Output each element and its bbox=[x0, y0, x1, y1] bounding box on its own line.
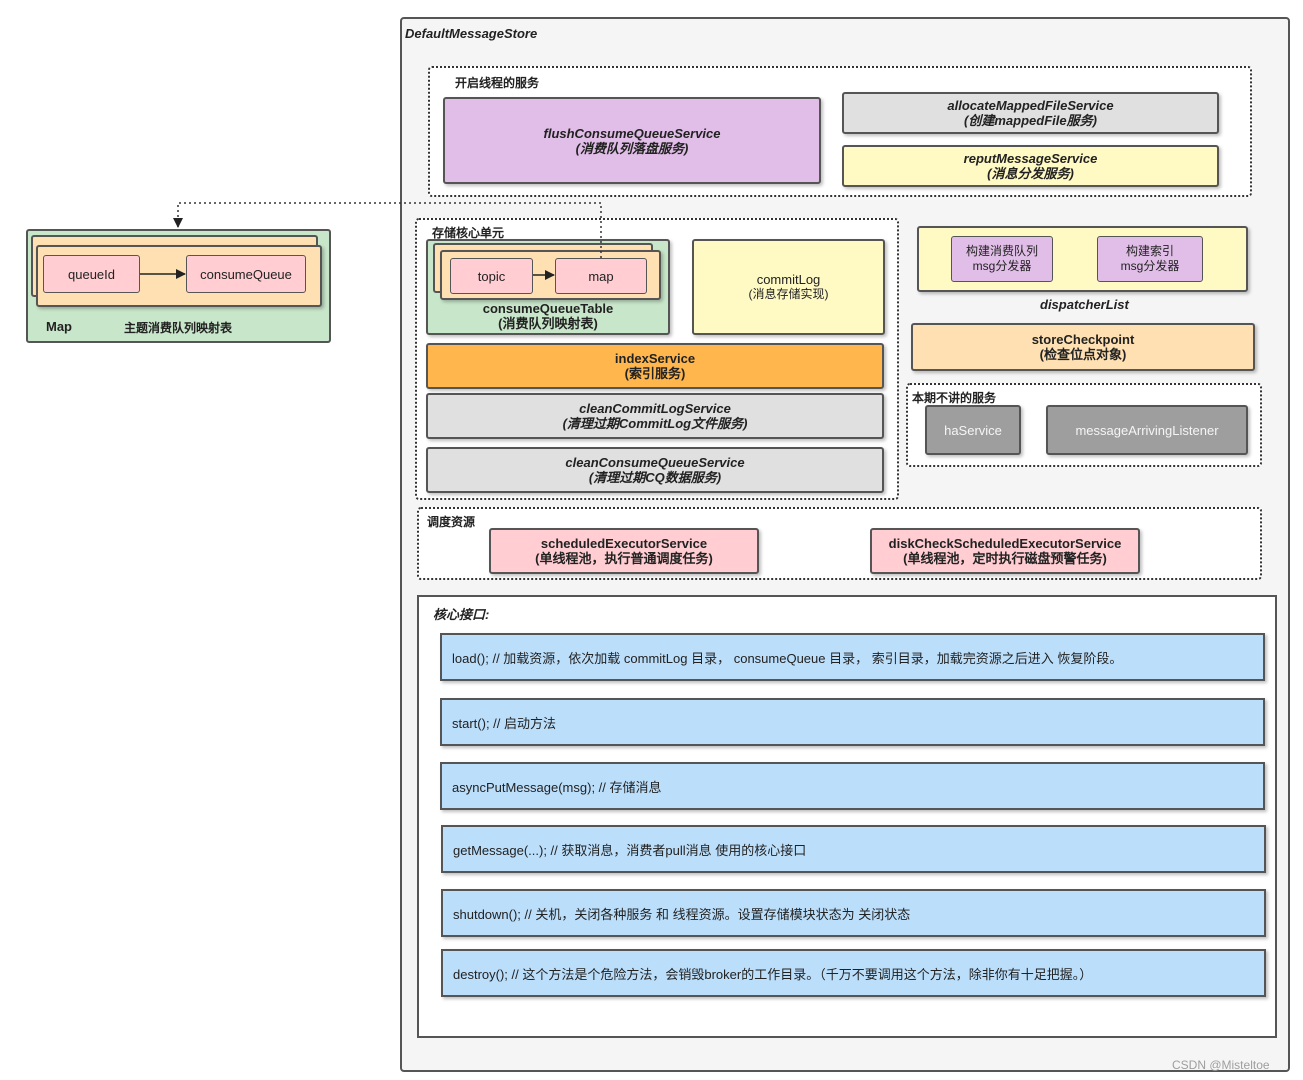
reput-service-name: reputMessageService bbox=[963, 151, 1098, 166]
api-destroy: destroy(); // 这个方法是个危险方法，会销毁broker的工作目录。… bbox=[441, 949, 1266, 997]
checkpoint-name: storeCheckpoint bbox=[1031, 332, 1135, 347]
map-node: map bbox=[555, 258, 647, 294]
flush-service-name: flushConsumeQueueService bbox=[543, 125, 721, 141]
index-service: indexService (索引服务) bbox=[426, 343, 884, 389]
store-title: DefaultMessageStore bbox=[405, 26, 538, 41]
flush-consume-queue-service: flushConsumeQueueService (消费队列落盘服务) bbox=[443, 97, 821, 184]
api-shutdown: shutdown(); // 关机，关闭各种服务 和 线程资源。设置存储模块状态… bbox=[441, 889, 1266, 937]
index-service-desc: (索引服务) bbox=[624, 366, 686, 381]
clean-commitlog-desc: (清理过期CommitLog文件服务) bbox=[562, 416, 748, 431]
consume-queue-node: consumeQueue bbox=[186, 255, 306, 293]
disk-executor-name: diskCheckScheduledExecutorService bbox=[888, 536, 1122, 551]
build-index-line2: msg分发器 bbox=[1120, 259, 1180, 273]
table-name: consumeQueueTable bbox=[482, 301, 614, 316]
build-index-line1: 构建索引 bbox=[1125, 244, 1174, 258]
clean-commitlog-name: cleanCommitLogService bbox=[579, 401, 731, 416]
allocate-mapped-file-service: allocateMappedFileService (创建mappedFile服… bbox=[842, 92, 1219, 134]
executor-name: scheduledExecutorService bbox=[540, 536, 708, 551]
message-arriving-listener: messageArrivingListener bbox=[1046, 405, 1248, 455]
build-cq-line1: 构建消费队列 bbox=[965, 244, 1038, 258]
ha-service: haService bbox=[925, 405, 1021, 455]
map-label: map bbox=[588, 268, 614, 284]
store-checkpoint: storeCheckpoint (检查位点对象) bbox=[911, 323, 1255, 371]
topic-node: topic bbox=[450, 258, 533, 294]
not-covered-label: 本期不讲的服务 bbox=[912, 391, 997, 405]
api-async-put-message: asyncPutMessage(msg); // 存储消息 bbox=[440, 762, 1265, 810]
build-consume-queue-dispatcher: 构建消费队列 msg分发器 bbox=[951, 236, 1053, 282]
build-cq-line2: msg分发器 bbox=[972, 259, 1032, 273]
table-desc: (消费队列映射表) bbox=[498, 316, 598, 331]
core-api-label: 核心接口: bbox=[433, 607, 490, 622]
executor-desc: (单线程池，执行普通调度任务) bbox=[535, 551, 713, 566]
build-index-dispatcher: 构建索引 msg分发器 bbox=[1097, 236, 1203, 282]
checkpoint-desc: (检查位点对象) bbox=[1039, 347, 1127, 362]
reput-message-service: reputMessageService (消息分发服务) bbox=[842, 145, 1219, 187]
map-panel-desc: 主题消费队列映射表 bbox=[124, 321, 233, 335]
watermark: CSDN @Misteltoe bbox=[1172, 1058, 1270, 1072]
commitlog-name: commitLog bbox=[756, 272, 821, 287]
commitlog-desc: (消息存储实现) bbox=[748, 287, 829, 301]
queue-id-label: queueId bbox=[68, 266, 115, 282]
disk-executor-desc: (单线程池，定时执行磁盘预警任务) bbox=[903, 551, 1107, 566]
disk-check-executor-service: diskCheckScheduledExecutorService (单线程池，… bbox=[870, 528, 1140, 574]
clean-cq-desc: (清理过期CQ数据服务) bbox=[588, 470, 722, 485]
clean-consume-queue-service: cleanConsumeQueueService (清理过期CQ数据服务) bbox=[426, 447, 884, 493]
consume-queue-label: consumeQueue bbox=[200, 266, 292, 282]
allocate-service-name: allocateMappedFileService bbox=[947, 98, 1114, 113]
queue-id-node: queueId bbox=[43, 255, 140, 293]
flush-service-desc: (消费队列落盘服务) bbox=[575, 140, 689, 156]
topic-label: topic bbox=[477, 268, 506, 284]
api-get-message: getMessage(...); // 获取消息，消费者pull消息 使用的核心… bbox=[441, 825, 1266, 873]
index-service-name: indexService bbox=[614, 351, 696, 366]
allocate-service-desc: (创建mappedFile服务) bbox=[964, 113, 1097, 128]
api-load: load(); // 加载资源，依次加载 commitLog 目录， consu… bbox=[440, 633, 1265, 681]
ha-service-label: haService bbox=[944, 422, 1002, 438]
dispatcher-list-label: dispatcherList bbox=[1040, 297, 1129, 312]
commit-log: commitLog (消息存储实现) bbox=[692, 239, 885, 335]
clean-cq-name: cleanConsumeQueueService bbox=[565, 455, 745, 470]
reput-service-desc: (消息分发服务) bbox=[987, 166, 1074, 181]
thread-services-label: 开启线程的服务 bbox=[455, 76, 540, 90]
listener-label: messageArrivingListener bbox=[1075, 422, 1219, 438]
schedule-label: 调度资源 bbox=[427, 515, 476, 529]
map-panel-label: Map bbox=[46, 319, 72, 334]
clean-commitlog-service: cleanCommitLogService (清理过期CommitLog文件服务… bbox=[426, 393, 884, 439]
api-start: start(); // 启动方法 bbox=[440, 698, 1265, 746]
scheduled-executor-service: scheduledExecutorService (单线程池，执行普通调度任务) bbox=[489, 528, 759, 574]
